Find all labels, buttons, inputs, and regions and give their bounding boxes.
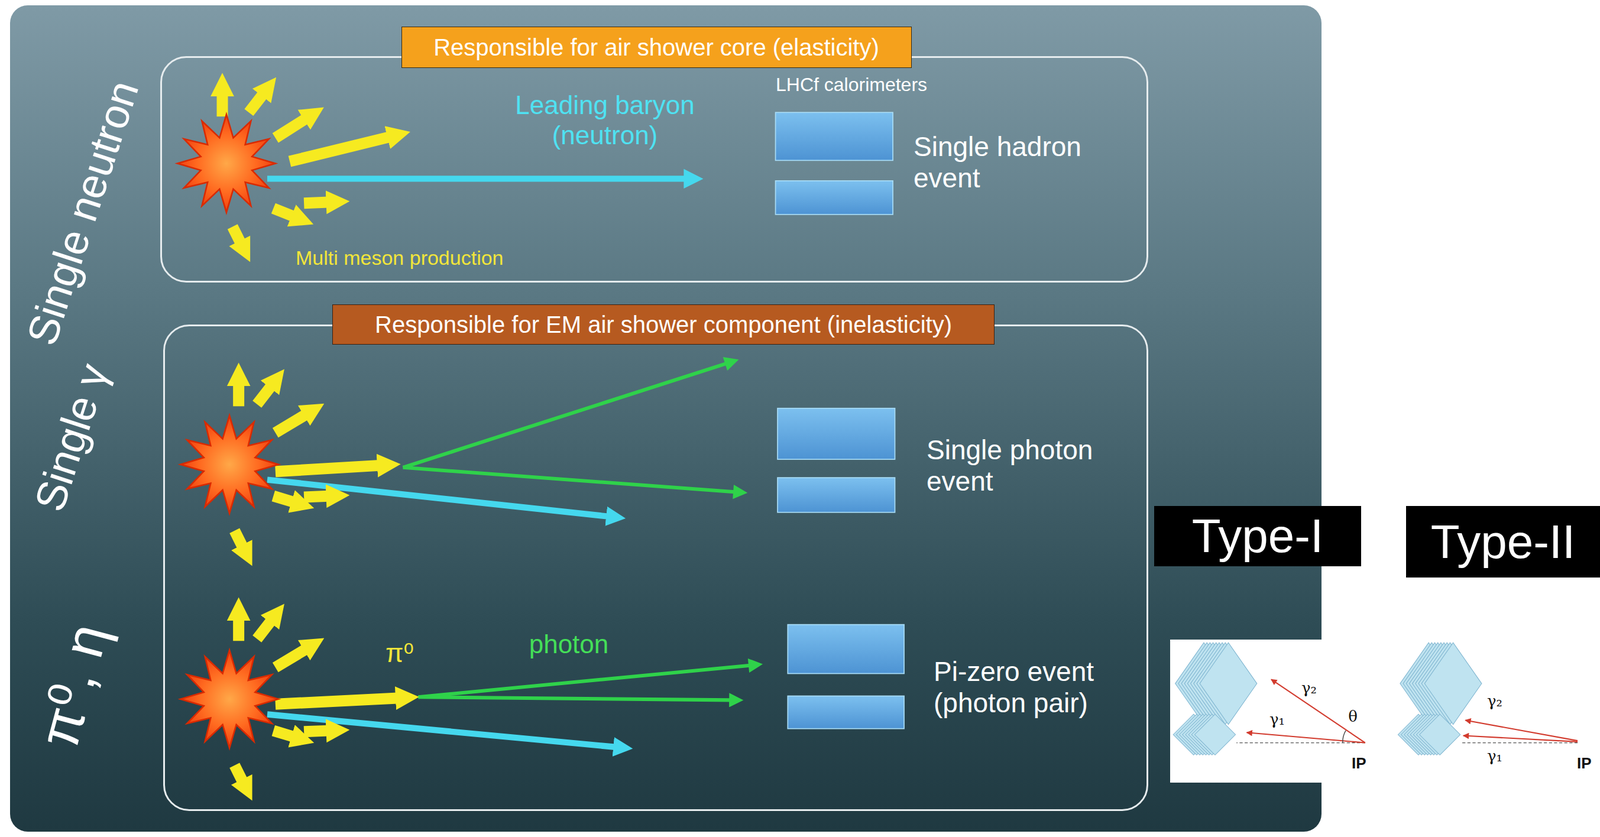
- leading-neutron-arrow: [267, 175, 686, 182]
- drawing-use: [1199, 642, 1258, 725]
- drawing-rect: [775, 112, 893, 161]
- calorimeter-blocks: [775, 112, 893, 215]
- event-label: Pi-zero event (photon pair): [933, 656, 1129, 719]
- drawing-line: [257, 386, 272, 405]
- drawing-rect: [775, 180, 893, 215]
- drawing-line: [418, 697, 731, 701]
- drawing-line: [403, 363, 727, 468]
- group-heading: Responsible for air shower core (elastic…: [433, 33, 880, 61]
- drawing-line: [273, 208, 294, 217]
- beam-axis: [1236, 742, 1366, 744]
- drawing-line: [275, 698, 398, 705]
- drawing-line: [248, 94, 264, 113]
- photon-symbol: γ₁: [1269, 711, 1285, 730]
- drawing-rect: [777, 408, 895, 460]
- row-label: Single γ: [24, 357, 119, 517]
- photon-symbol: γ₂: [1487, 692, 1503, 711]
- type-name: Type-I: [1192, 509, 1324, 564]
- angle-arc: [1342, 730, 1346, 744]
- collision-burst: [180, 415, 279, 514]
- backdrop-panel: Responsible for air shower core (elastic…: [10, 5, 1322, 832]
- drawing-line: [303, 202, 329, 204]
- drawing-line: [267, 480, 609, 517]
- photon-rays: [1463, 720, 1578, 743]
- event-label: Single hadron event: [913, 131, 1127, 194]
- group-heading: Responsible for EM air shower component …: [374, 311, 952, 339]
- drawing-line: [267, 175, 686, 182]
- type-tag: Type-II: [1406, 506, 1600, 578]
- point-label: IP: [1351, 755, 1367, 773]
- drawing-line: [267, 714, 616, 748]
- drawing-line: [232, 383, 245, 407]
- calorimeter-stack: [1397, 714, 1460, 756]
- geometry-panel: γ₂ γ₁ IP: [1396, 639, 1600, 783]
- drawing-line: [275, 465, 380, 472]
- drawing-rect: [777, 477, 895, 513]
- detector-label: LHCf calorimeters: [775, 73, 928, 96]
- drawing-line: [418, 665, 750, 698]
- event-label: Single photon event: [926, 434, 1140, 498]
- drawing-line: [257, 620, 272, 640]
- particle-label: π⁰: [385, 638, 414, 669]
- point-label: IP: [1576, 755, 1592, 773]
- geometry-panel: γ₂ γ₁ θIP: [1170, 639, 1380, 783]
- type-name: Type-II: [1430, 515, 1576, 570]
- drawing-rect: [787, 624, 905, 675]
- drawing-line: [275, 649, 307, 668]
- calorimeter-blocks: [787, 624, 905, 730]
- drawing-line: [1463, 735, 1578, 742]
- drawing-line: [1271, 679, 1366, 743]
- process-label: Multi meson production: [295, 246, 504, 270]
- baryon-arrow: [267, 714, 616, 748]
- calorimeter-blocks: [777, 408, 895, 513]
- collision-burst: [177, 114, 276, 213]
- particle-label: Leading baryon (neutron): [492, 90, 718, 151]
- calorimeter-stack: [1175, 642, 1258, 725]
- calorimeter-stack: [1173, 714, 1236, 756]
- drawing-use: [1419, 714, 1461, 756]
- photon-arrows: [403, 363, 735, 492]
- drawing-line: [232, 618, 245, 641]
- drawing-line: [273, 496, 294, 502]
- collision-illustration: [10, 5, 1322, 832]
- drawing-use: [1424, 642, 1482, 725]
- particle-label: photon: [529, 629, 610, 660]
- drawing-line: [234, 765, 244, 783]
- drawing-line: [303, 730, 329, 733]
- drawing-rect: [787, 695, 905, 729]
- event-group-box: Responsible for air shower core (elastic…: [160, 56, 1149, 283]
- photon-rays: [1247, 679, 1366, 743]
- drawing-line: [232, 227, 241, 244]
- drawing-line: [273, 730, 294, 737]
- drawing-line: [1247, 732, 1366, 743]
- drawing-line: [289, 137, 390, 162]
- row-label: Single neutron: [17, 74, 149, 351]
- drawing-line: [275, 118, 307, 139]
- drawing-line: [234, 530, 244, 548]
- calorimeter-stack: [1400, 642, 1482, 725]
- photon-symbol: γ₁: [1487, 747, 1503, 766]
- angle-symbol: θ: [1348, 708, 1358, 727]
- row-label: π⁰, η: [25, 617, 121, 756]
- type-tag: Type-I: [1154, 506, 1362, 567]
- drawing-use: [1194, 714, 1236, 756]
- beam-axis: [1461, 742, 1578, 744]
- drawing-line: [1465, 720, 1578, 742]
- drawing-line: [403, 467, 735, 492]
- collision-burst: [180, 650, 279, 749]
- event-group-box: Responsible for EM air shower component …: [163, 324, 1149, 812]
- photon-arrows: [418, 665, 750, 701]
- drawing-line: [275, 414, 307, 433]
- drawing-line: [303, 496, 329, 498]
- baryon-arrow: [267, 480, 609, 517]
- photon-symbol: γ₂: [1301, 679, 1317, 698]
